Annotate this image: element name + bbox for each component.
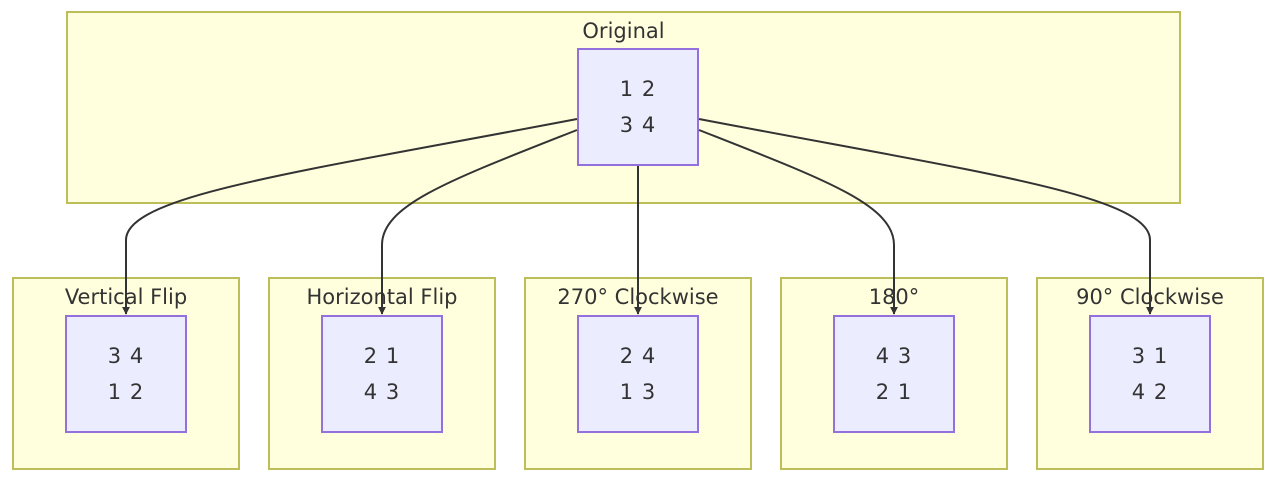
cluster-title-horizontal-flip: Horizontal Flip xyxy=(306,285,458,309)
node-180-row-2: 2 1 xyxy=(875,380,913,404)
node-180-row-1: 4 3 xyxy=(875,344,913,368)
node-vertical-flip-row-1: 3 4 xyxy=(107,344,145,368)
node-90-clockwise-row-2: 4 2 xyxy=(1131,380,1169,404)
node-horizontal-flip-row-1: 2 1 xyxy=(363,344,401,368)
node-horizontal-flip[interactable]: 2 1 4 3 xyxy=(321,315,443,433)
node-original[interactable]: 1 2 3 4 xyxy=(577,48,699,166)
node-270-clockwise-row-1: 2 4 xyxy=(619,344,657,368)
cluster-title-original: Original xyxy=(582,19,665,43)
cluster-title-180: 180° xyxy=(868,285,920,309)
cluster-title-vertical-flip: Vertical Flip xyxy=(64,285,188,309)
node-180[interactable]: 4 3 2 1 xyxy=(833,315,955,433)
node-90-clockwise-row-1: 3 1 xyxy=(1131,344,1169,368)
node-vertical-flip-row-2: 1 2 xyxy=(107,380,145,404)
cluster-title-90-clockwise: 90° Clockwise xyxy=(1076,285,1224,309)
node-270-clockwise-row-2: 1 3 xyxy=(619,380,657,404)
node-vertical-flip[interactable]: 3 4 1 2 xyxy=(65,315,187,433)
node-horizontal-flip-row-2: 4 3 xyxy=(363,380,401,404)
node-original-row-1: 1 2 xyxy=(619,77,657,101)
cluster-title-270-clockwise: 270° Clockwise xyxy=(557,285,719,309)
node-original-row-2: 3 4 xyxy=(619,113,657,137)
node-270-clockwise[interactable]: 2 4 1 3 xyxy=(577,315,699,433)
node-90-clockwise[interactable]: 3 1 4 2 xyxy=(1089,315,1211,433)
